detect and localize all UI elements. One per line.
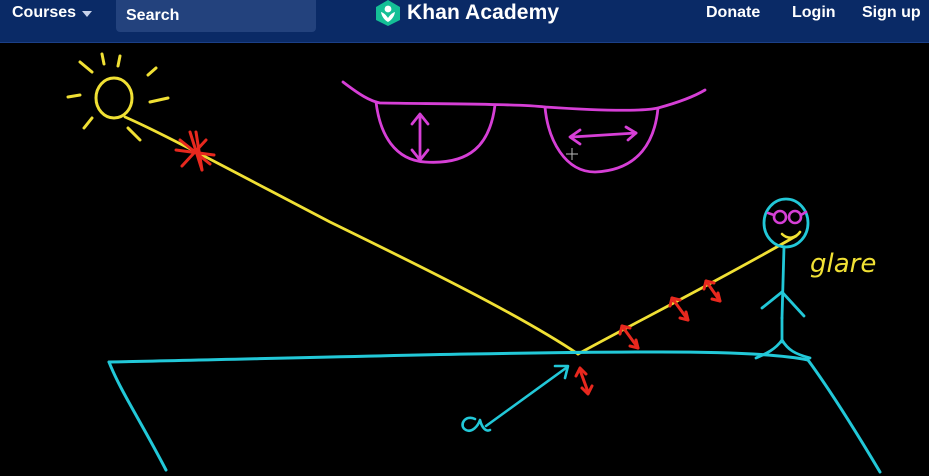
glare-label: glare [810,249,876,279]
figure-sunglasses [766,209,808,225]
pen-cursor-icon [566,148,578,160]
reflected-ray-arrowhead [780,230,802,239]
reflective-surface [107,350,810,364]
surface-polarization-arrow [574,366,594,396]
video-drawing-canvas[interactable]: glare [0,44,929,476]
unpolarized-light-marker [174,130,216,172]
khan-academy-logo-icon [376,0,400,26]
donate-link[interactable]: Donate [706,0,760,26]
login-link[interactable]: Login [792,0,836,26]
courses-label: Courses [12,4,77,21]
incident-light-ray [123,115,580,356]
khan-academy-home-link[interactable]: Khan Academy [375,0,559,28]
search-input[interactable] [126,7,345,25]
search-bar [116,0,345,32]
login-label: Login [792,4,836,21]
sun-drawing [66,52,170,142]
top-navbar: Courses Khan Academy Donate Login Sign u… [0,0,929,43]
brand-name: Khan Academy [407,1,560,24]
surface-right-edge [806,358,882,474]
polarized-sunglasses-drawing [341,80,707,174]
angle-alpha-arrow [461,364,570,432]
signup-label: Sign up [862,4,921,21]
surface-left-edge [107,360,168,472]
courses-menu-button[interactable]: Courses [12,0,93,26]
signup-link[interactable]: Sign up [862,0,921,26]
donate-label: Donate [706,4,761,21]
polarization-arrows [618,279,722,350]
stick-figure-observer [754,197,812,360]
chevron-down-icon [82,11,93,17]
reflected-light-ray [576,234,798,356]
